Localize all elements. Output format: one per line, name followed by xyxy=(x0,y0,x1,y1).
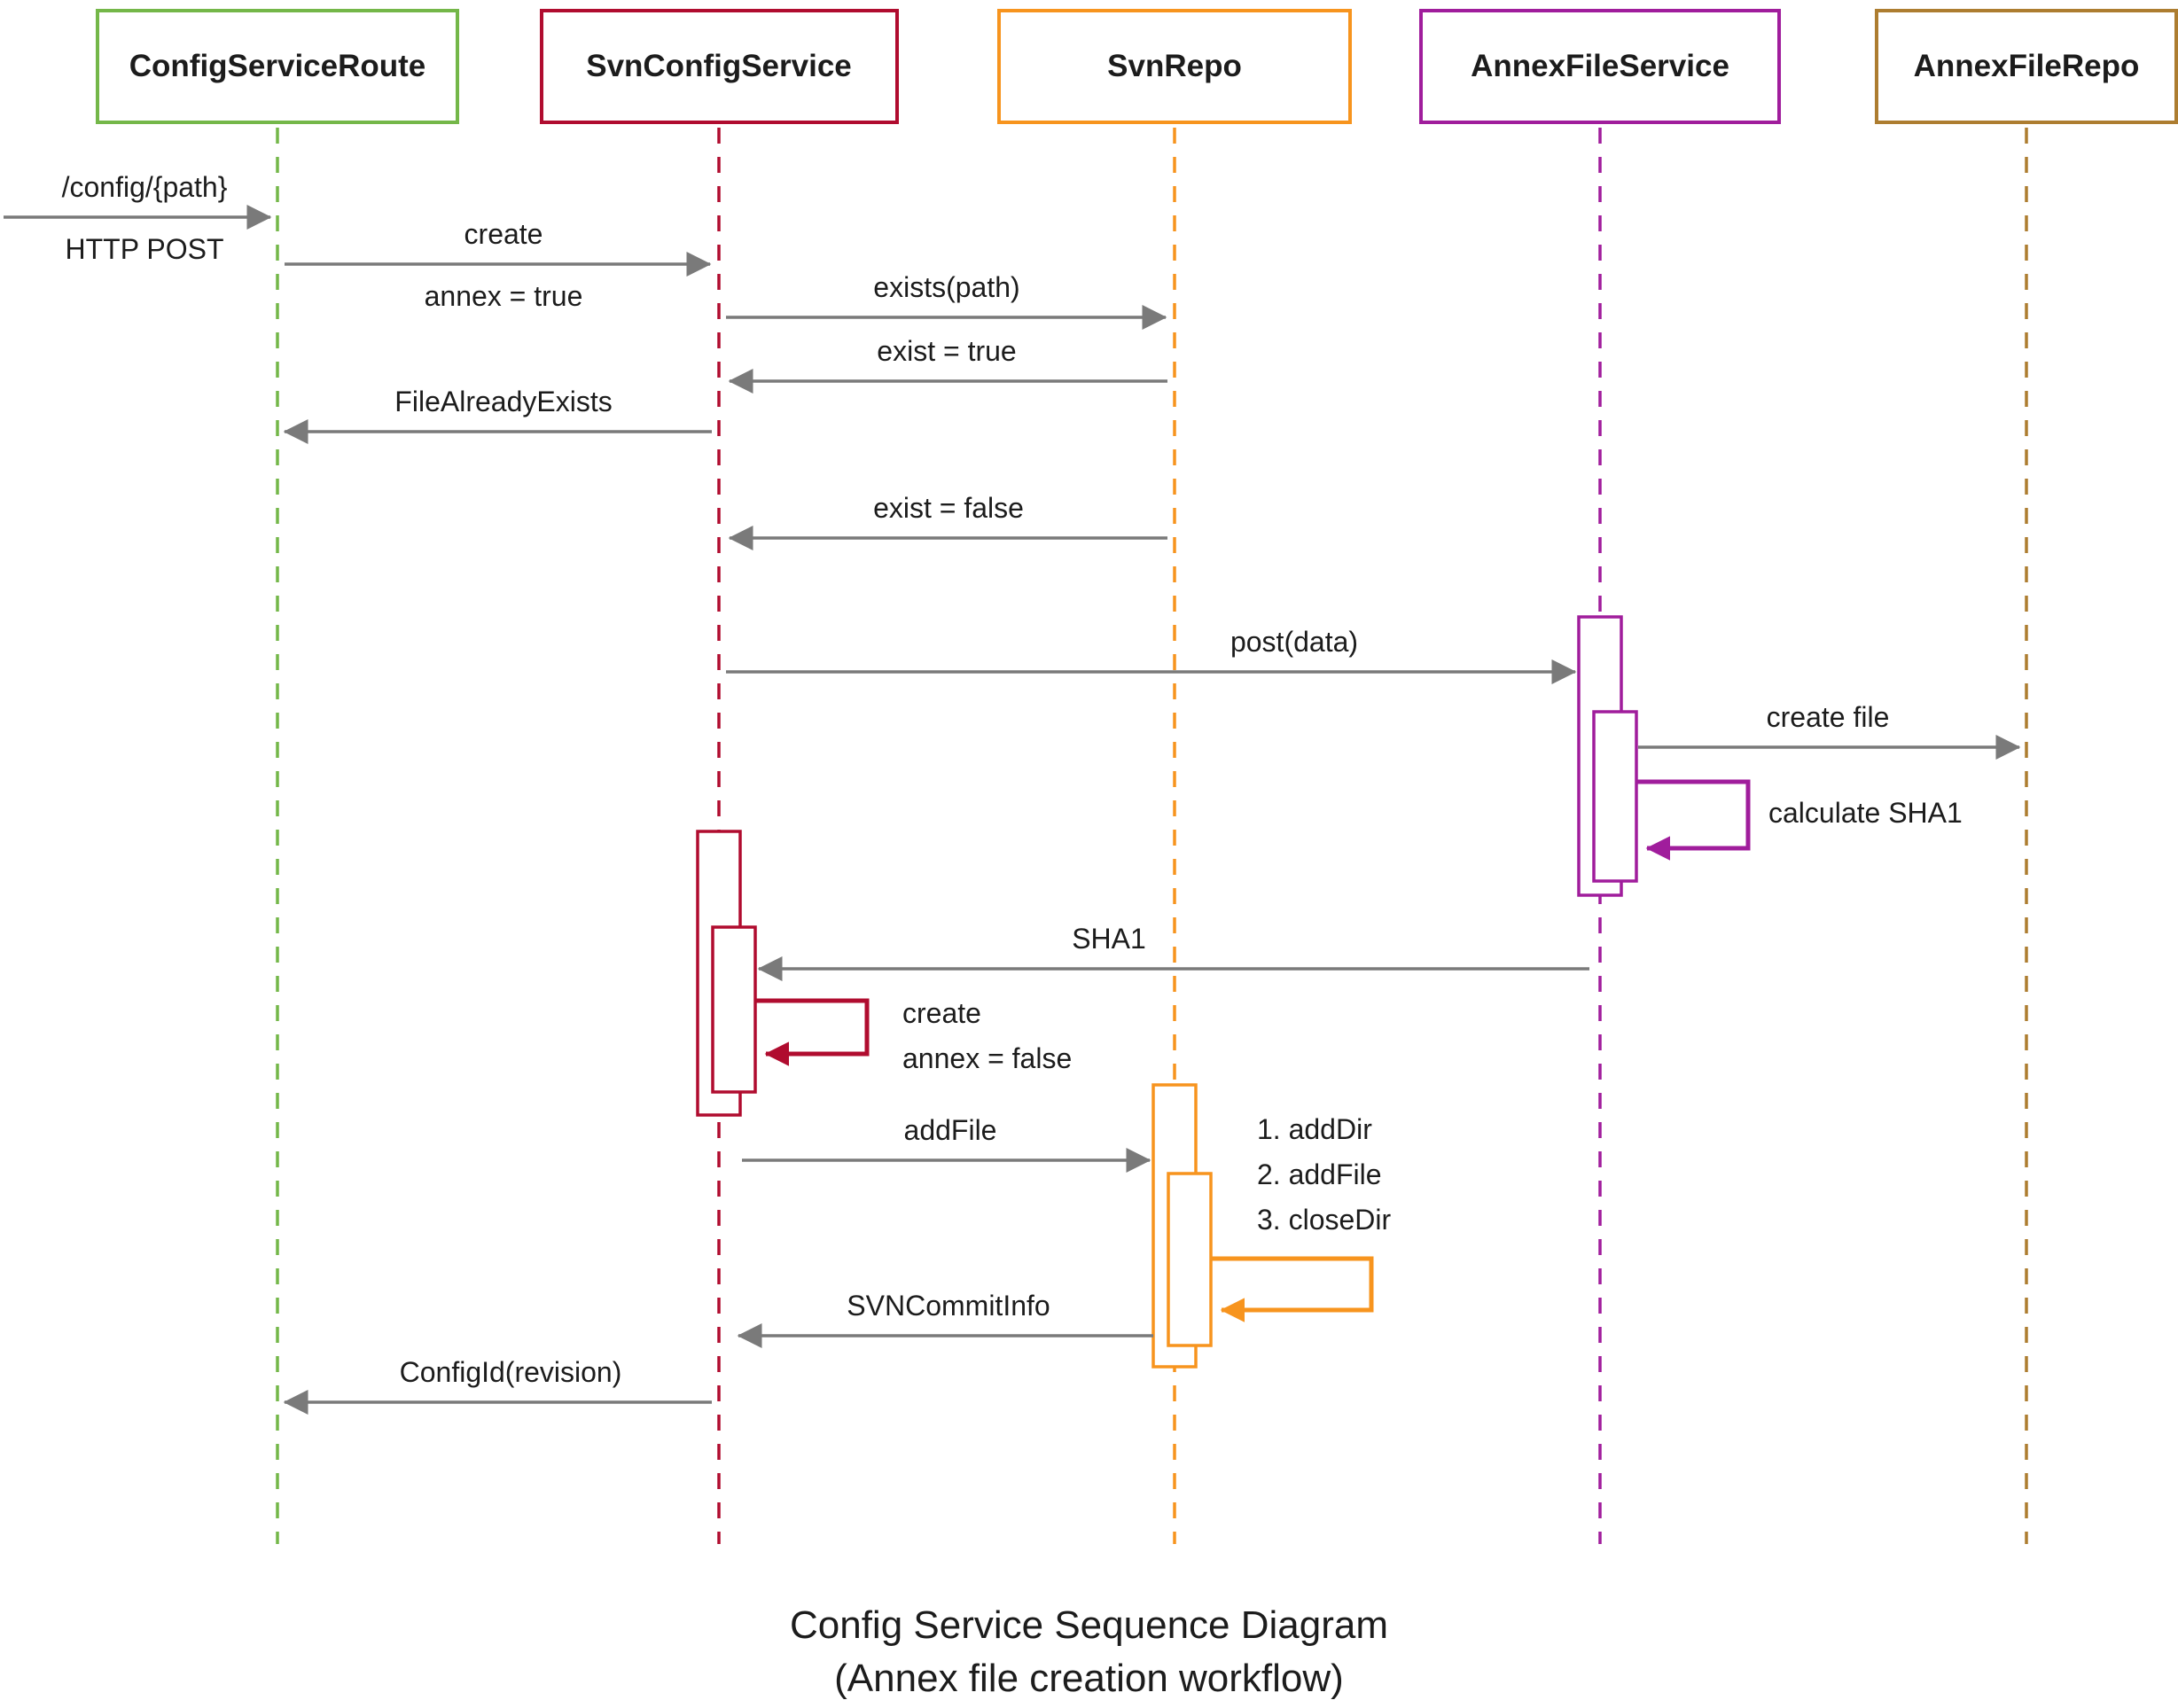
self-svn-ops-label-3: 3. closeDir xyxy=(1257,1204,1392,1236)
self-create-annex-false-label-2: annex = false xyxy=(902,1042,1073,1074)
actor-config-service-route: ConfigServiceRoute xyxy=(96,9,459,124)
diagram-subtitle: (Annex file creation workflow) xyxy=(834,1657,1344,1700)
self-svn-ops-arrow xyxy=(1211,1256,1374,1322)
self-calculate-sha1-arrow xyxy=(1636,779,1751,861)
svn-config-service-inner-activation-bar xyxy=(711,925,757,1094)
self-create-annex-false-label-1: create xyxy=(902,997,981,1029)
actor-svn-config-service: SvnConfigService xyxy=(539,9,899,124)
msg-svn-commit-info-label: SVNCommitInfo xyxy=(847,1290,1050,1322)
msg-create-file-label: create file xyxy=(1766,701,1890,733)
msg-http-post-label: /config/{path} xyxy=(61,171,228,203)
msg-http-post-label-below: HTTP POST xyxy=(65,233,224,265)
msg-create-label: create xyxy=(464,218,543,250)
self-svn-ops-label-2: 2. addFile xyxy=(1257,1158,1382,1190)
msg-create-label-below: annex = true xyxy=(424,280,583,312)
actor-annex-file-repo: AnnexFileRepo xyxy=(1875,9,2178,124)
msg-post-data-label: post(data) xyxy=(1230,626,1359,658)
msg-add-file-label: addFile xyxy=(903,1114,997,1146)
actor-config-service-route-label: ConfigServiceRoute xyxy=(129,49,426,83)
msg-exist-false-label: exist = false xyxy=(873,492,1024,524)
actor-svn-repo-label: SvnRepo xyxy=(1107,49,1242,83)
self-create-annex-false-arrow xyxy=(755,998,870,1066)
actor-annex-file-service-label: AnnexFileService xyxy=(1471,49,1729,83)
diagram-title-block: Config Service Sequence Diagram (Annex f… xyxy=(0,1599,2178,1705)
msg-exists-path-label: exists(path) xyxy=(873,271,1020,303)
self-svn-ops-label-1: 1. addDir xyxy=(1257,1113,1372,1145)
msg-exist-true-label: exist = true xyxy=(877,335,1017,367)
actor-svn-repo: SvnRepo xyxy=(997,9,1352,124)
msg-file-already-exists-label: FileAlreadyExists xyxy=(394,386,613,417)
diagram-title: Config Service Sequence Diagram xyxy=(789,1603,1389,1647)
self-calculate-sha1-label-1: calculate SHA1 xyxy=(1768,797,1963,829)
msg-sha1-label: SHA1 xyxy=(1072,923,1146,955)
actor-svn-config-service-label: SvnConfigService xyxy=(586,49,852,83)
msg-config-id-label: ConfigId(revision) xyxy=(399,1356,622,1388)
actor-annex-file-service: AnnexFileService xyxy=(1419,9,1781,124)
actor-annex-file-repo-label: AnnexFileRepo xyxy=(1913,49,2140,83)
annex-file-service-inner-activation-bar xyxy=(1592,710,1638,883)
